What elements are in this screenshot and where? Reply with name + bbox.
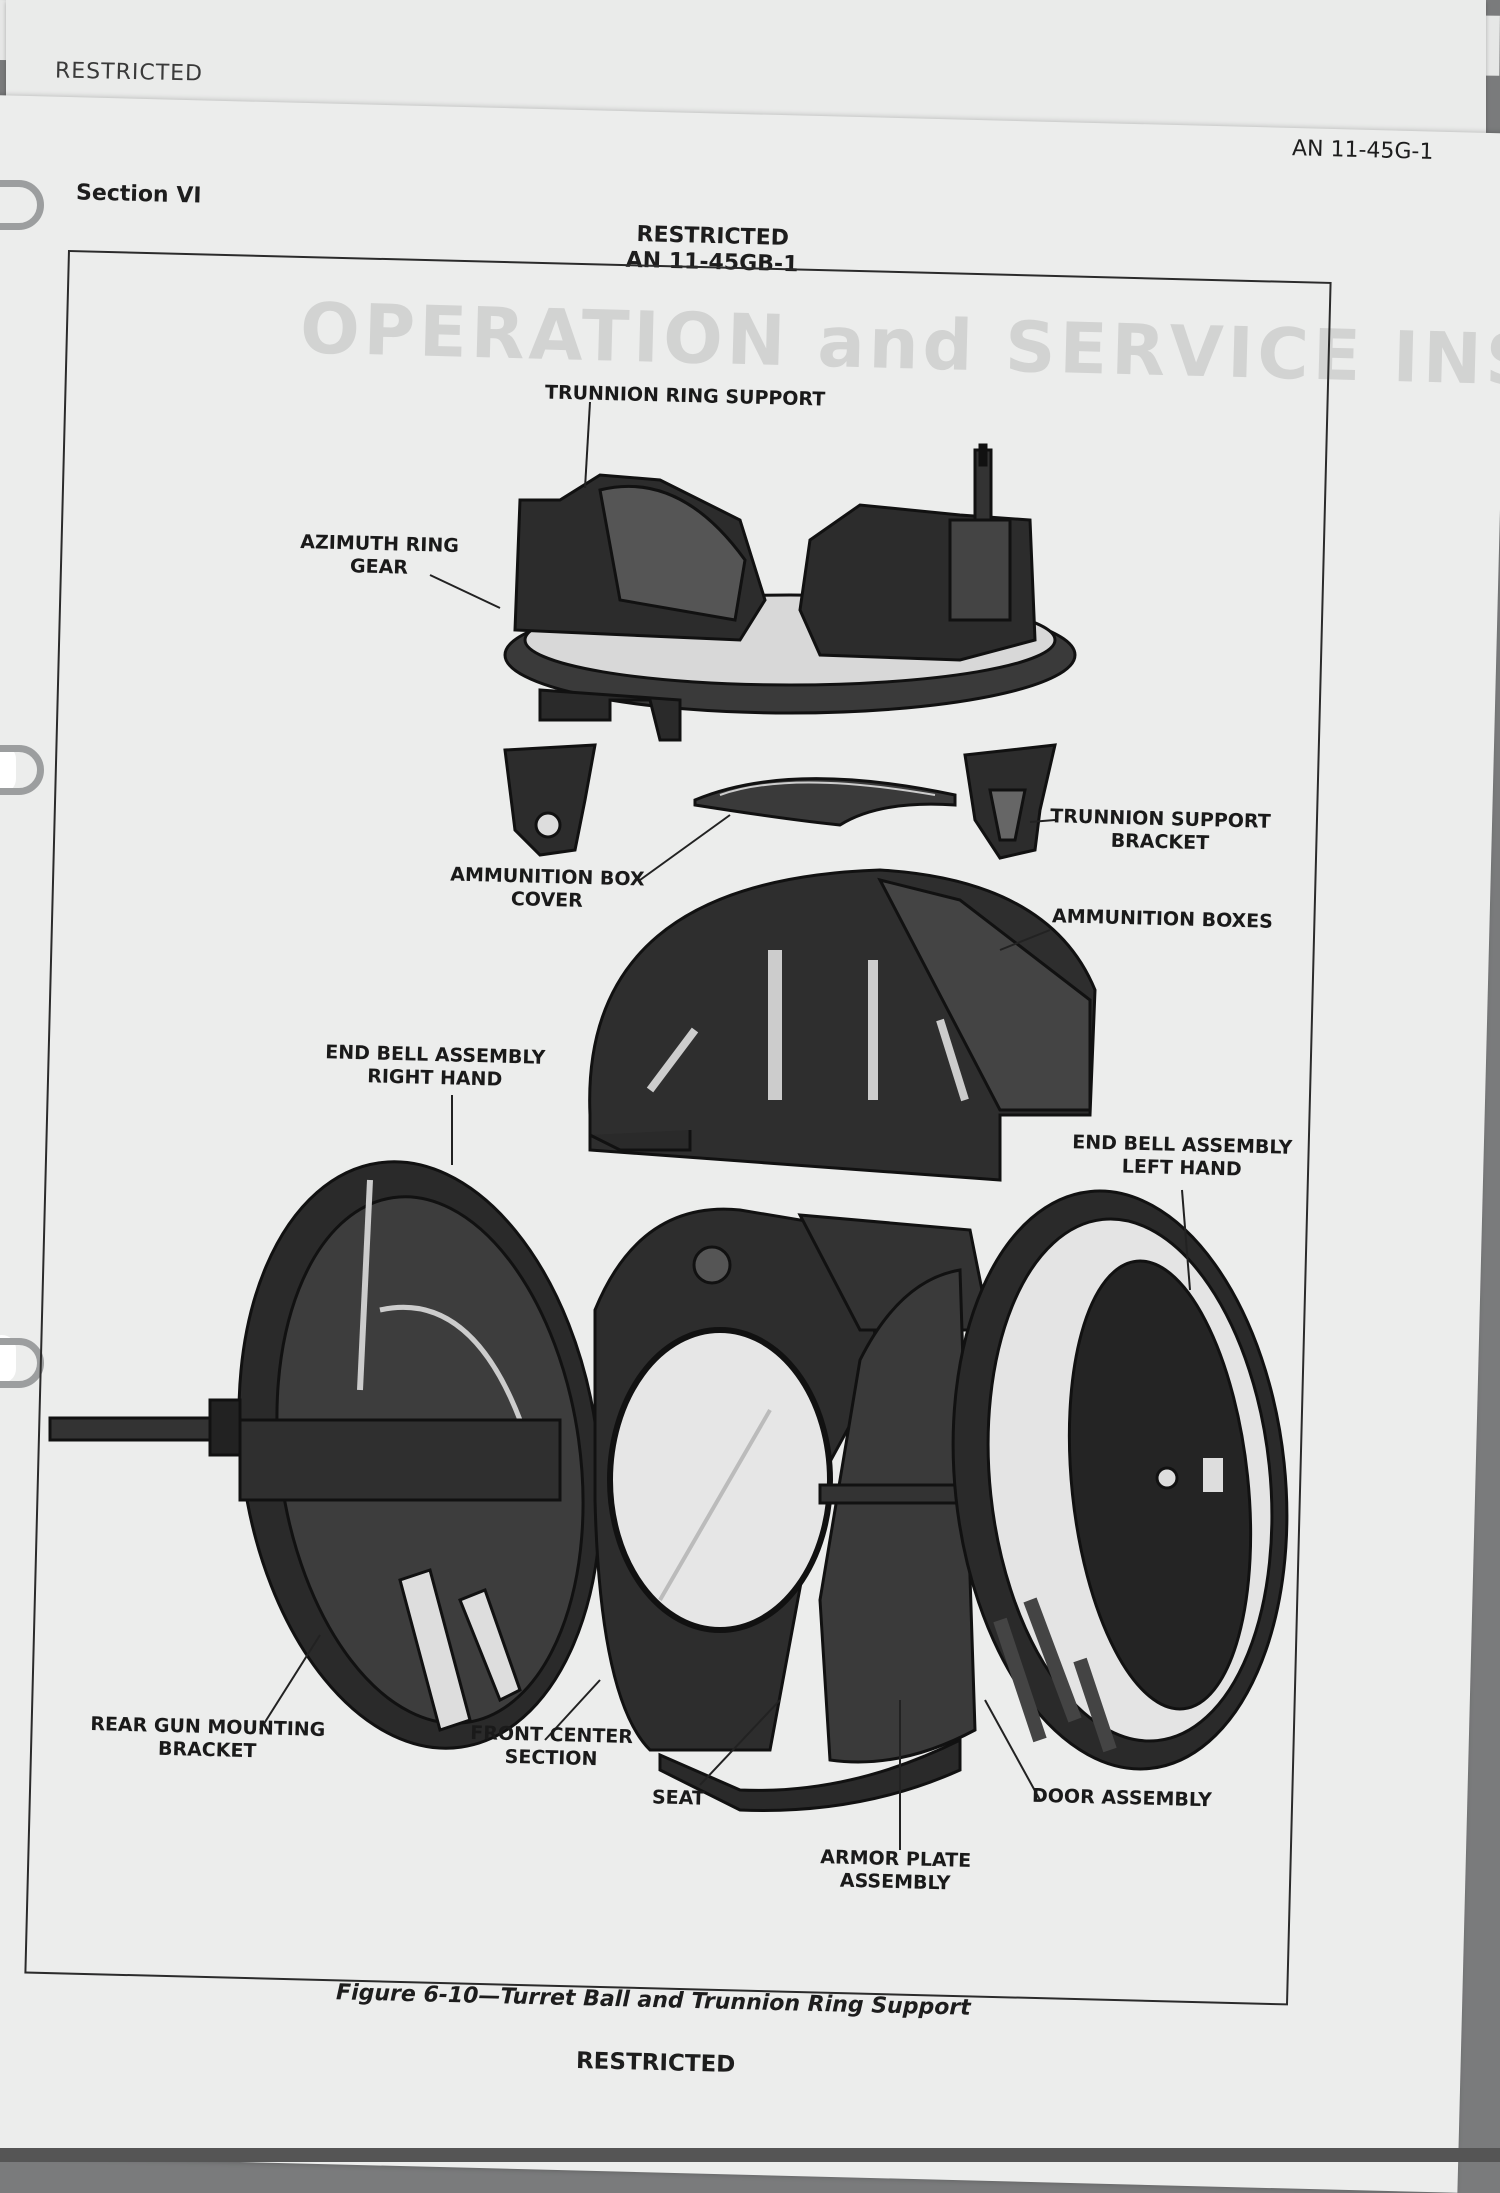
leader-trunnion-ring-support: [584, 401, 591, 489]
label-front-center-section: FRONT CENTER SECTION: [469, 1722, 633, 1772]
label-line: AMMUNITION BOX: [450, 863, 645, 891]
label-end-bell-right-hand: END BELL ASSEMBLY RIGHT HAND: [324, 1041, 546, 1093]
ammunition-boxes-drawing: [588, 868, 1097, 1182]
binder-ring: [0, 180, 44, 230]
table-surface: [0, 2148, 1500, 2162]
end-bell-left-drawing: [951, 1189, 1289, 1771]
label-trunnion-support-bracket: TRUNNION SUPPORT BRACKET: [1049, 805, 1271, 857]
trunnion-bracket-left-drawing: [503, 743, 597, 857]
end-bell-right-drawing: [48, 1160, 603, 1750]
label-line: GEAR: [349, 555, 409, 579]
label-line: ASSEMBLY: [839, 1869, 951, 1895]
label-rear-gun-mounting-bracket: REAR GUN MOUNTING BRACKET: [89, 1713, 325, 1765]
label-line: AZIMUTH RING: [300, 531, 460, 558]
leader-front-center: [544, 1679, 601, 1741]
leader-azimuth-ring-gear: [429, 574, 501, 609]
seat-drawing: [658, 1737, 962, 1812]
leader-rear-gun-bracket: [259, 1634, 321, 1731]
trunnion-ring-support-drawing: [503, 443, 1077, 742]
binder-ring: [0, 1338, 44, 1388]
label-seat: SEAT: [651, 1786, 706, 1810]
leader-seat: [699, 1699, 781, 1786]
label-azimuth-ring-gear: AZIMUTH RING GEAR: [299, 531, 459, 581]
trunnion-bracket-right-drawing: [963, 743, 1057, 860]
leader-ammunition-boxes: [999, 929, 1051, 951]
label-line: SECTION: [504, 1745, 598, 1771]
front-center-section-drawing: [593, 1207, 992, 1752]
label-end-bell-left-hand: END BELL ASSEMBLY LEFT HAND: [1071, 1131, 1293, 1183]
label-ammunition-box-cover: AMMUNITION BOX COVER: [449, 863, 645, 915]
leader-door-assembly: [984, 1699, 1041, 1801]
leader-end-bell-left: [1181, 1189, 1191, 1291]
leader-trunnion-bracket: [1029, 819, 1056, 823]
label-door-assembly: DOOR ASSEMBLY: [1031, 1784, 1213, 1812]
label-line: FRONT CENTER: [470, 1721, 634, 1749]
binder-hole: [0, 745, 16, 793]
label-armor-plate-assembly: ARMOR PLATE ASSEMBLY: [819, 1846, 971, 1896]
binder-hole: [0, 1335, 16, 1383]
ammunition-box-cover-drawing: [693, 777, 957, 827]
leader-ammunition-box-cover: [639, 814, 731, 881]
binder-ring: [0, 745, 44, 795]
footer-classification: RESTRICTED: [575, 2048, 736, 2078]
